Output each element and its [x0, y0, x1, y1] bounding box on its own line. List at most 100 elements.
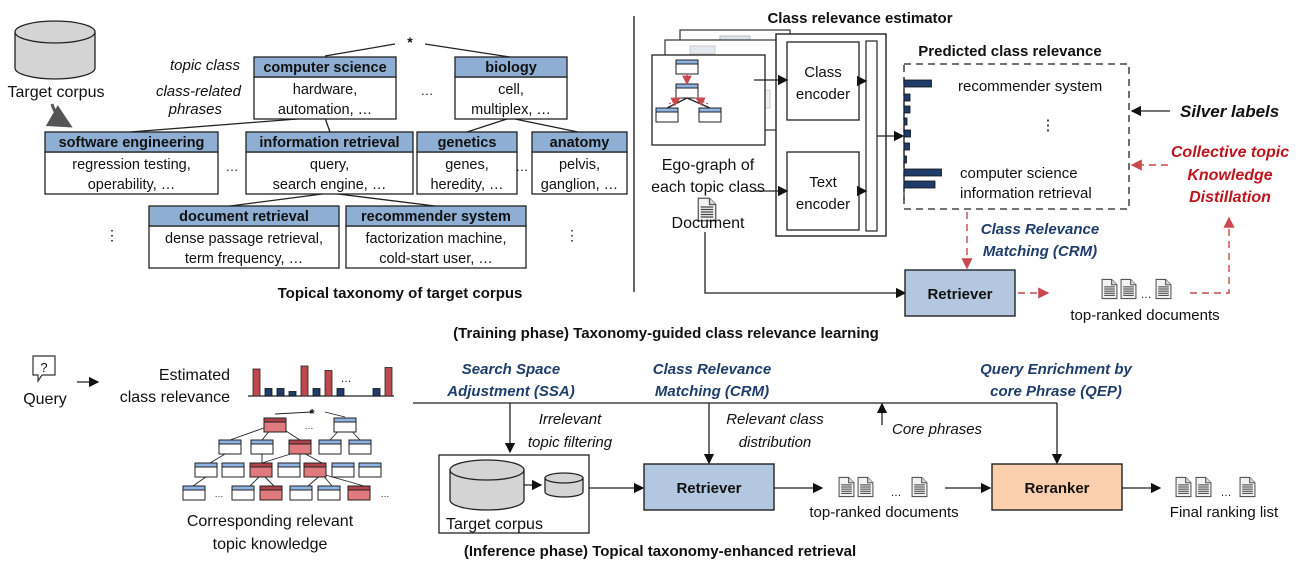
ssa-line1: Search Space: [462, 361, 560, 378]
inference-caption: (Inference phase) Topical taxonomy-enhan…: [464, 543, 856, 560]
fusion-layer: [865, 40, 878, 232]
svg-text:…: …: [305, 421, 314, 431]
taxonomy-node: anatomypelvis,ganglion, …: [531, 131, 628, 195]
relevant-topic-node: [303, 462, 327, 478]
reranker-box: [991, 463, 1123, 511]
taxonomy-node-phrases: automation, …: [278, 102, 372, 118]
training-retriever-box: [904, 269, 1016, 317]
svg-text:…: …: [215, 489, 224, 499]
knowledge-line1: Corresponding relevant: [187, 513, 354, 530]
irrelevant-line2: topic filtering: [528, 434, 613, 451]
crm-train-line2: Matching (CRM): [983, 243, 1097, 260]
big-corpus-cylinder: [449, 459, 525, 511]
taxonomy-node: biology cell, multiplex, …: [454, 56, 568, 120]
taxonomy-root: *: [407, 34, 413, 50]
class-encoder-line1: Class: [804, 64, 842, 81]
predicted-bar: [903, 129, 911, 138]
taxonomy-node-phrases: factorization machine,: [365, 231, 506, 247]
topic-node: [358, 462, 382, 478]
svg-text:…: …: [891, 487, 902, 499]
taxonomy-edges: [129, 43, 579, 207]
relevance-bar: [276, 388, 285, 397]
ctkd-line3: Distillation: [1189, 189, 1271, 206]
training-retriever-label: Retriever: [927, 286, 992, 303]
predicted-bar: [903, 117, 908, 126]
ego-graph-label-line2: each topic class: [651, 179, 765, 196]
topic-node: [331, 462, 355, 478]
ssa-line2: Adjustment (SSA): [446, 383, 575, 400]
ellipsis-gen-anat: …: [516, 159, 529, 174]
inference-top-ranked-label: top-ranked documents: [809, 504, 958, 521]
taxonomy-node: geneticsgenes,heredity, …: [416, 131, 518, 195]
relevance-bar: [264, 388, 273, 397]
relevant-topic-tree: *………: [182, 406, 390, 501]
predicted-label-vdots: ⋮: [1041, 117, 1056, 134]
docs-to-ctkd-arrow: [1190, 216, 1235, 294]
text-encoder-line2: encoder: [796, 196, 850, 213]
estimated-line2: class relevance: [120, 389, 230, 406]
target-corpus-cylinder: [14, 20, 96, 80]
svg-text:*: *: [309, 406, 315, 421]
taxonomy-node-name: biology: [485, 60, 537, 76]
taxonomy-node-phrases: ganglion, …: [541, 177, 618, 193]
doc-to-retriever-arrow: [704, 232, 907, 299]
predicted-bars: [903, 79, 942, 189]
taxonomy-node-phrases: cold-start user, …: [379, 251, 493, 267]
inference-corpus-label: Target corpus: [446, 516, 543, 533]
svg-text:…: …: [1221, 487, 1232, 499]
qep-line1: Query Enrichment by: [980, 361, 1132, 378]
legend-topic-class: topic class: [170, 57, 241, 74]
taxonomy-node-name: document retrieval: [179, 209, 309, 225]
taxonomy-node-phrases: cell,: [498, 82, 524, 98]
inference-top-docs: …: [838, 476, 928, 499]
relevant-topic-node: [249, 462, 273, 478]
estimator-title: Class relevance estimator: [767, 10, 952, 27]
topic-node: [317, 485, 341, 501]
small-corpus-cylinder: [544, 472, 584, 498]
taxonomy-node-phrases: heredity, …: [430, 177, 503, 193]
topic-node: [194, 462, 218, 478]
relevance-bar: [324, 370, 333, 397]
taxonomy-node-name: computer science: [263, 60, 386, 76]
topic-node: [231, 485, 255, 501]
target-corpus-label: Target corpus: [8, 84, 105, 101]
predicted-title: Predicted class relevance: [918, 43, 1101, 60]
silver-labels: Silver labels: [1180, 102, 1279, 121]
taxonomy-node-name: information retrieval: [259, 135, 399, 151]
estimated-relevance-bars: [252, 365, 393, 397]
predicted-relevance-box: [903, 63, 1130, 210]
relevant-topic-node: [263, 417, 287, 433]
relevant-dist-line1: Relevant class: [726, 411, 824, 428]
taxonomy-node: document retrieval dense passage retrieva…: [148, 205, 340, 269]
document-label: Document: [672, 215, 745, 232]
legend-phrases-line1: class-related: [156, 83, 242, 100]
class-encoder-line2: encoder: [796, 86, 850, 103]
knowledge-line2: topic knowledge: [213, 536, 328, 553]
ellipsis-se-ir: …: [226, 159, 239, 174]
predicted-bar: [903, 142, 910, 151]
topic-node: [348, 439, 372, 455]
predicted-bar: [903, 93, 911, 102]
taxonomy-node-phrases: search engine, …: [273, 177, 387, 193]
relevant-topic-node: [259, 485, 283, 501]
crm-inf-line2: Matching (CRM): [655, 383, 769, 400]
ctkd-line1: Collective topic: [1171, 144, 1289, 161]
topic-node: [318, 439, 342, 455]
svg-text:…: …: [381, 489, 390, 499]
taxonomy-node: computer sciencehardware,automation, …: [253, 56, 397, 120]
taxonomy-node-phrases: multiplex, …: [471, 102, 551, 118]
taxonomy-node-phrases: regression testing,: [72, 157, 190, 173]
predicted-bar: [903, 155, 907, 164]
svg-text:?: ?: [40, 360, 47, 375]
vdots-right: ⋮: [565, 227, 579, 243]
taxonomy-node-phrases: dense passage retrieval,: [165, 231, 323, 247]
ctkd-line2: Knowledge: [1187, 167, 1272, 184]
relevant-topic-node: [288, 439, 312, 455]
predicted-label-ir: information retrieval: [960, 185, 1092, 202]
inference-retriever-label: Retriever: [676, 480, 741, 497]
relevance-bar: [252, 368, 261, 397]
